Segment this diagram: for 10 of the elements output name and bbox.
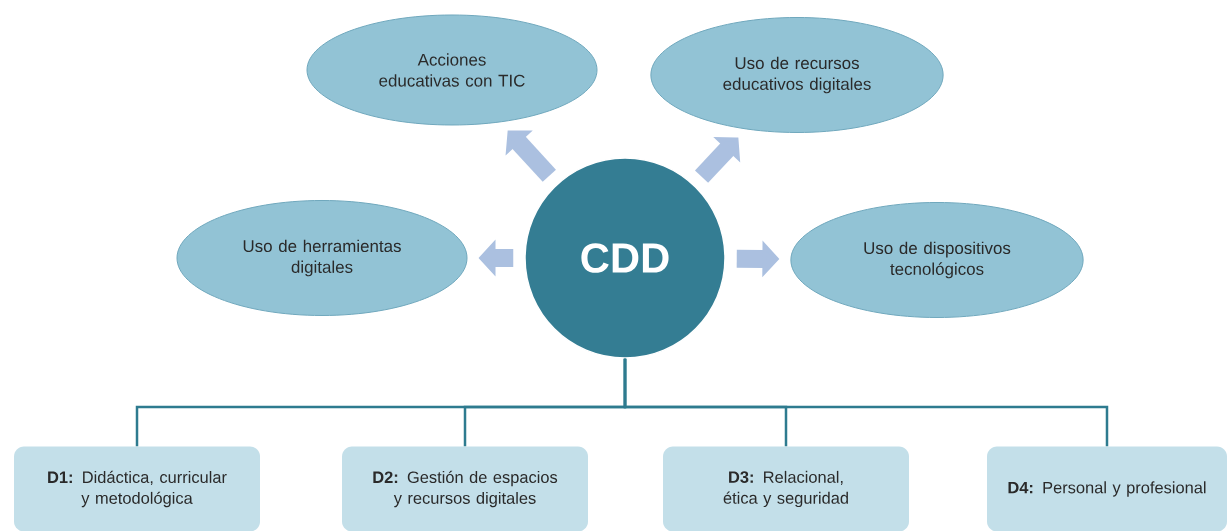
dimension-box: D3: Relacional, ética y seguridad [663, 446, 909, 531]
ellipse-node: Acciones educativas con TIC [306, 14, 598, 126]
dimension-box: D2: Gestión de espacios y recursos digitales [342, 446, 588, 531]
dimension-box: D1: Didáctica, curricular y metodológica [14, 446, 260, 531]
ellipse-node: Uso de dispositivos tecnológicos [790, 202, 1084, 318]
ellipse-node: Uso de recursos educativos digitales [650, 17, 944, 133]
ellipse-node: Uso de herramientas digitales [176, 200, 468, 316]
dimension-box: D4: Personal y profesional [987, 446, 1227, 531]
connector-line [623, 358, 1109, 447]
block-arrow [505, 130, 556, 182]
